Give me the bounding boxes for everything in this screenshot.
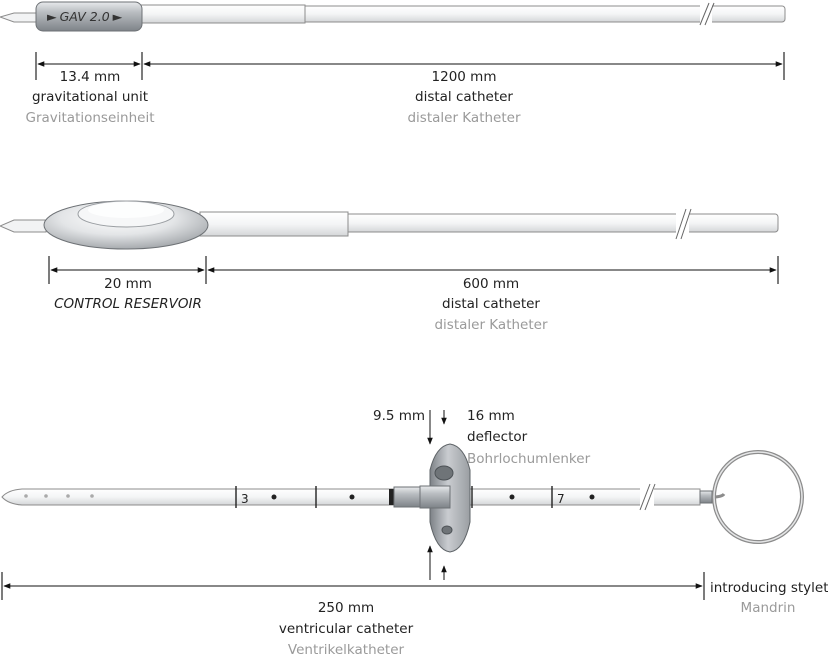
gav-unit-length: 13.4 mm (60, 69, 121, 85)
gav-valve-body (35, 1, 143, 32)
reservoir-catheter-label-de: distaler Katheter (434, 317, 547, 333)
gav-assembly: ►GAV 2.0► (0, 1, 786, 32)
depth-mark-3: 3 (241, 492, 249, 506)
ventricular-assembly: 3 7 (1, 443, 804, 553)
depth-mark-7: 7 (557, 492, 565, 506)
gav-unit-label: gravitational unit (32, 89, 148, 105)
reservoir-catheter-length: 600 mm (463, 276, 519, 292)
deflector (419, 443, 471, 553)
ventricular-label-de: Ventrikelkatheter (288, 642, 405, 658)
stylet-label-de: Mandrin (741, 600, 796, 616)
gav-badge-text: ►GAV 2.0► (47, 9, 123, 24)
deflector-label-de: Bohrlochumlenker (467, 451, 591, 467)
deflector-dimensions: 9.5 mm 16 mm deflector Bohrlochumlenker (373, 408, 591, 580)
gav-catheter-label: distal catheter (415, 89, 513, 105)
reservoir-length: 20 mm (104, 276, 152, 292)
gav-dimensions: 13.4 mm gravitational unit Gravitationse… (25, 52, 785, 126)
reservoir-catheter-label: distal catheter (442, 296, 540, 312)
ventricular-dimensions: 250 mm ventricular catheter Ventrikelkat… (1, 572, 828, 658)
reservoir-assembly (0, 200, 779, 250)
deflector-label: deflector (467, 429, 528, 445)
gav-catheter-label-de: distaler Katheter (407, 110, 520, 126)
reservoir-dimensions: 20 mm CONTROL RESERVOIR 600 mm distal ca… (48, 256, 779, 333)
drainage-holes (24, 494, 94, 498)
stylet-label: introducing stylet (710, 580, 828, 596)
deflector-depth: 9.5 mm (373, 408, 425, 424)
gav-catheter-length: 1200 mm (432, 69, 497, 85)
gav-unit-label-de: Gravitationseinheit (25, 110, 154, 126)
reservoir-label: CONTROL RESERVOIR (54, 296, 202, 312)
ventricular-label: ventricular catheter (279, 621, 414, 637)
ventricular-length: 250 mm (318, 600, 374, 616)
deflector-length: 16 mm (467, 408, 515, 424)
